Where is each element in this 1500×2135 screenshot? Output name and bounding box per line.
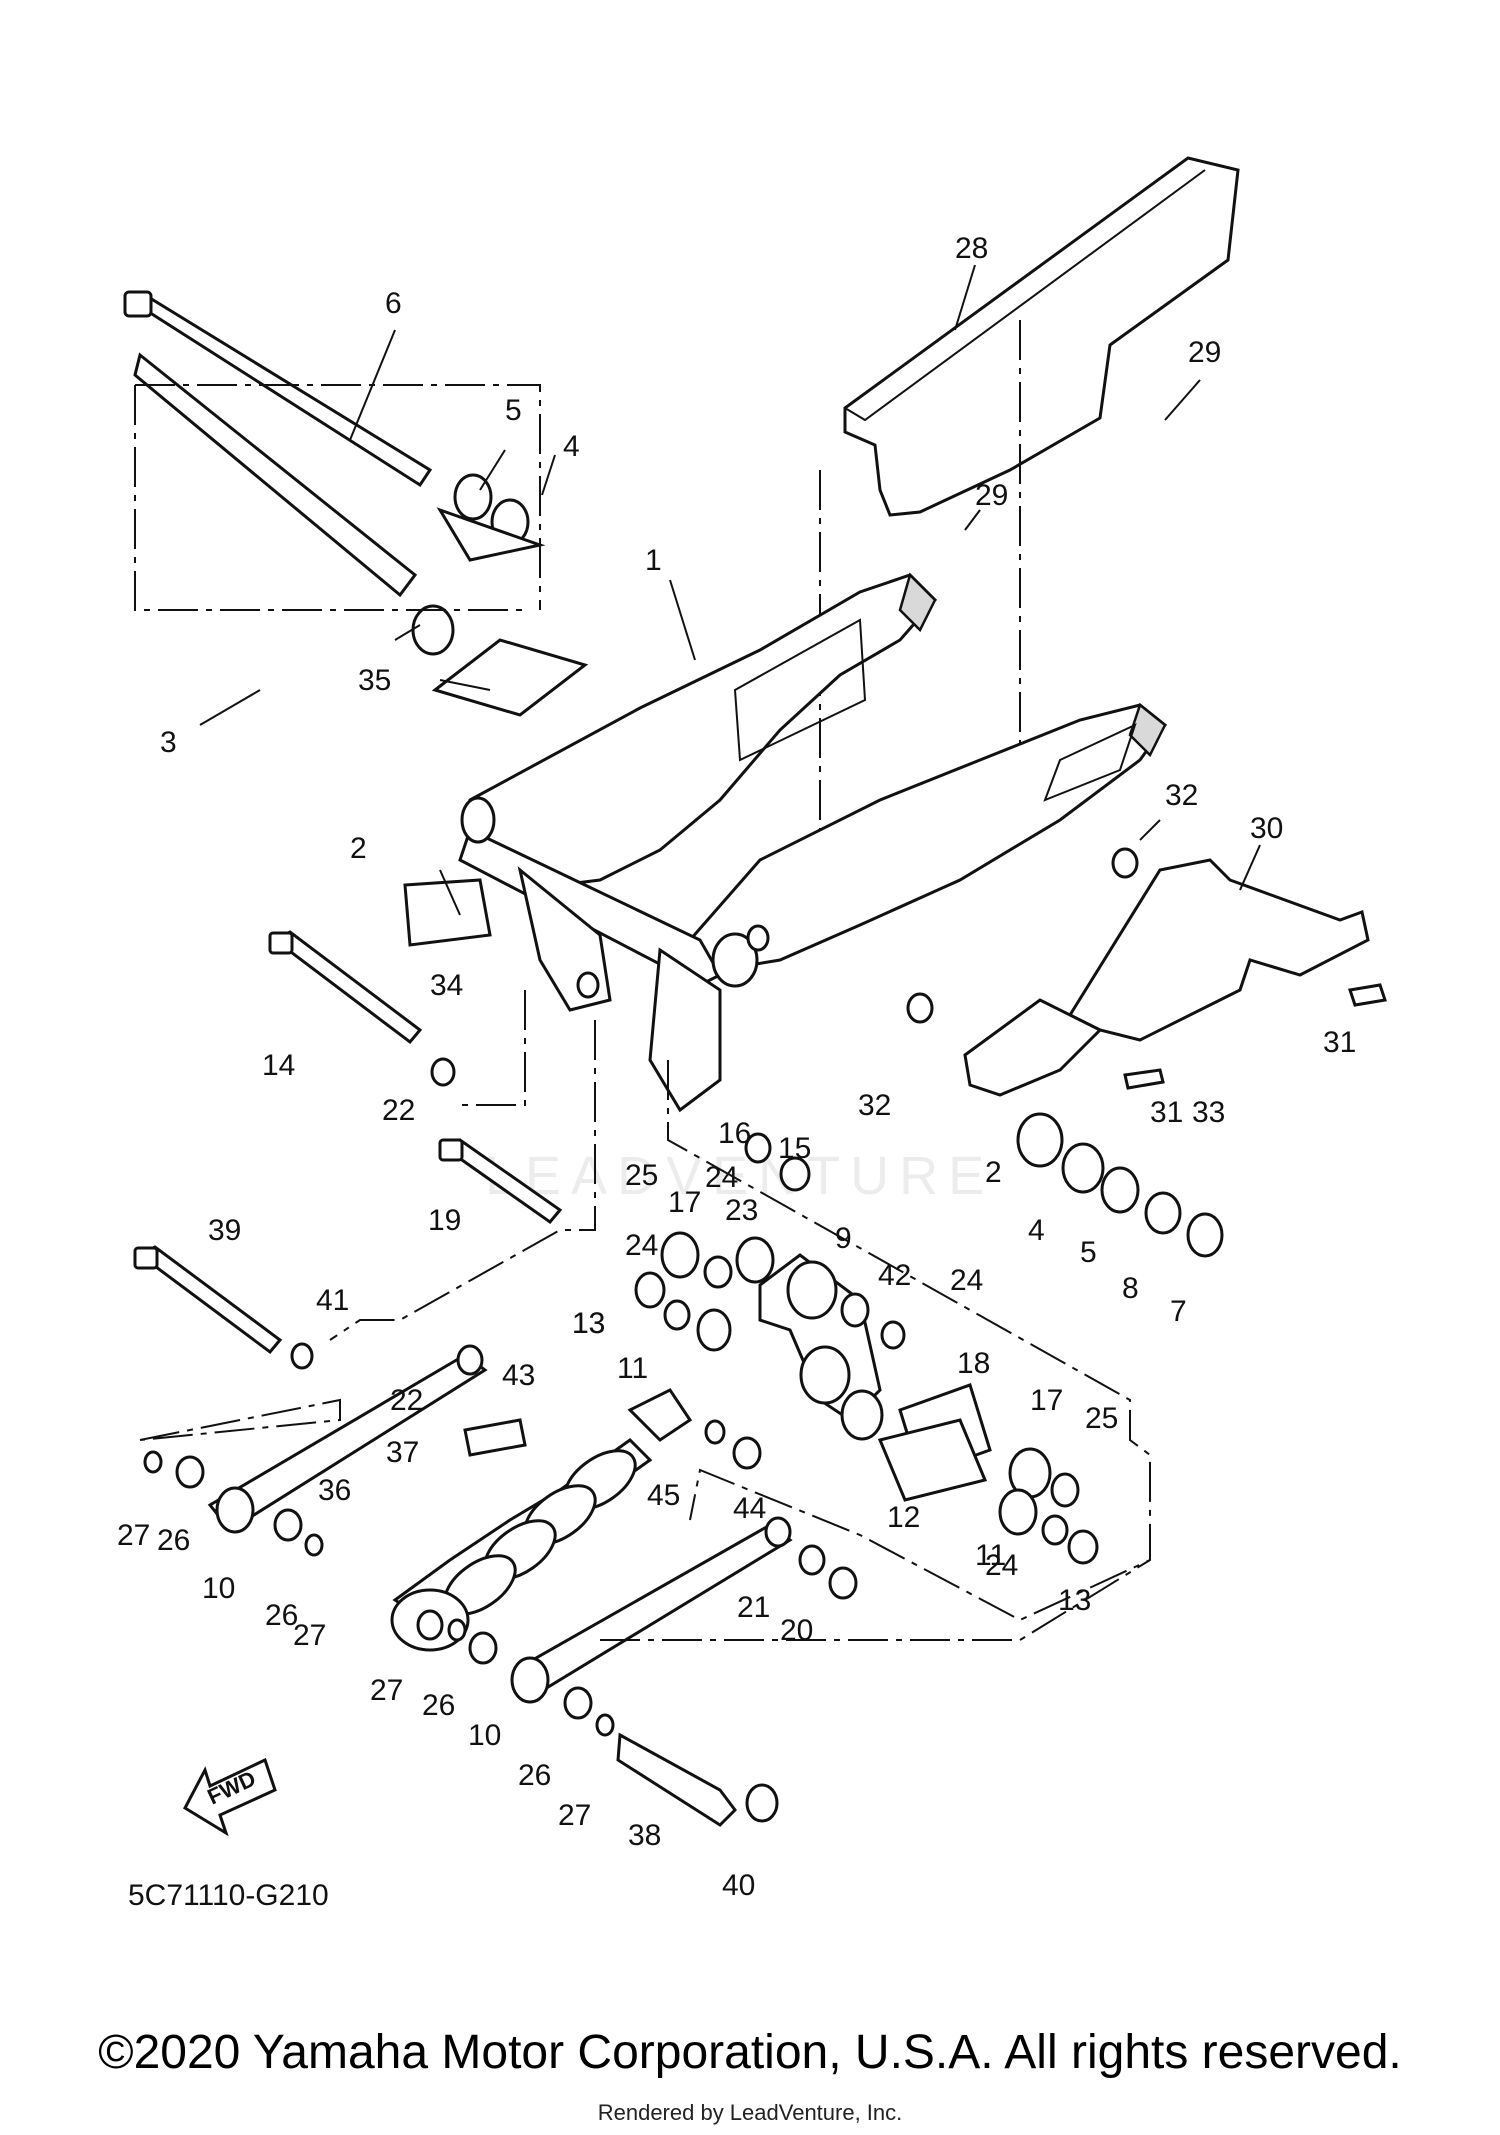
callout-36: 36 (318, 1474, 351, 1507)
callout-26-repeat: 26 (518, 1759, 551, 1792)
callout-11a: 11 (617, 1352, 648, 1385)
callout-5-repeat: 5 (1080, 1236, 1097, 1269)
callout-22a: 22 (382, 1094, 415, 1127)
callout-27-repeat: 27 (370, 1674, 403, 1707)
callout-38: 38 (628, 1819, 661, 1852)
callout-27-repeat: 27 (558, 1799, 591, 1832)
pivot-hardware (123, 290, 1224, 1258)
callout-31-repeat: 31 (1150, 1096, 1183, 1129)
callout-13-repeat: 13 (572, 1307, 605, 1340)
callout-32a: 32 (1165, 779, 1198, 812)
callout-2-repeat: 2 (985, 1156, 1002, 1189)
callout-45: 45 (647, 1479, 680, 1512)
callout-5: 5 (505, 394, 522, 427)
callout-9: 9 (835, 1222, 852, 1255)
callout-12: 12 (887, 1501, 920, 1534)
chain-guide (906, 847, 1387, 1097)
callout-17-repeat: 17 (1030, 1384, 1063, 1417)
callout-30: 30 (1250, 812, 1283, 845)
callout-16: 16 (718, 1117, 751, 1150)
callout-39: 39 (208, 1214, 241, 1247)
callout-21: 21 (737, 1591, 770, 1624)
callout-29-repeat: 29 (975, 479, 1008, 512)
leadventure-watermark: LEADVENTURE (485, 1146, 995, 1206)
rear-arm (458, 572, 1168, 1113)
callout-15: 15 (778, 1132, 811, 1165)
rear-shock (390, 1388, 762, 1652)
callout-26-repeat: 26 (265, 1599, 298, 1632)
callout-10a: 10 (202, 1572, 235, 1605)
callout-13-repeat: 13 (1058, 1584, 1091, 1617)
callout-41: 41 (316, 1284, 349, 1317)
callouts: 1 2 3 4 5 6 7 8 9 10 11 12 13 14 15 16 1… (117, 232, 1356, 1902)
callout-29a: 29 (1188, 336, 1221, 369)
callout-20: 20 (780, 1614, 813, 1647)
pad-and-rubber (403, 638, 589, 947)
callout-35: 35 (358, 664, 391, 697)
copyright-notice: ©2020 Yamaha Motor Corporation, U.S.A. A… (98, 2026, 1402, 2079)
callout-4-repeat: 4 (1028, 1214, 1045, 1247)
relay-arm (634, 1231, 1099, 1565)
callout-1: 1 (645, 544, 662, 577)
callout-7: 7 (1170, 1295, 1187, 1328)
callout-37: 37 (386, 1436, 419, 1469)
callout-34: 34 (430, 969, 463, 1002)
callout-11-repeat: 11 (975, 1539, 1006, 1572)
callout-25a: 25 (625, 1159, 658, 1192)
diagram-part-code: 5C71110-G210 (128, 1879, 329, 1912)
callout-19: 19 (428, 1204, 461, 1237)
callout-25-repeat: 25 (1085, 1402, 1118, 1435)
callout-27-repeat: 27 (293, 1619, 326, 1652)
callout-32-repeat: 32 (858, 1089, 891, 1122)
callout-40: 40 (722, 1869, 755, 1902)
fwd-arrow (183, 1757, 277, 1837)
leader-lines (199, 264, 1261, 916)
callout-43: 43 (502, 1359, 535, 1392)
callout-44: 44 (733, 1492, 766, 1525)
callout-28: 28 (955, 232, 988, 265)
callout-13a: 13 (572, 1307, 605, 1340)
callout-24-repeat: 24 (985, 1549, 1018, 1582)
callout-24-repeat: 24 (950, 1264, 983, 1297)
callout-27a: 27 (117, 1519, 150, 1552)
callout-22-repeat: 22 (390, 1384, 423, 1417)
callout-17a: 17 (668, 1186, 701, 1219)
callout-4: 4 (563, 430, 580, 463)
callout-33: 33 (1192, 1096, 1225, 1129)
callout-10-repeat: 10 (468, 1719, 501, 1752)
callout-8: 8 (1122, 1272, 1139, 1305)
callout-14: 14 (262, 1049, 295, 1082)
callout-24-repeat: 24 (625, 1229, 658, 1262)
callout-24a: 24 (705, 1161, 738, 1194)
callout-26a: 26 (157, 1524, 190, 1557)
callout-31a: 31 (1323, 1026, 1356, 1059)
rendered-by-notice: Rendered by LeadVenture, Inc. (597, 2100, 903, 2125)
callout-3: 3 (160, 726, 177, 759)
callout-42: 42 (878, 1259, 911, 1292)
callout-18: 18 (957, 1347, 990, 1380)
bolts (133, 930, 811, 1370)
chain-case (819, 156, 1240, 950)
group-outlines (139, 990, 1151, 1641)
callout-23: 23 (725, 1194, 758, 1227)
connecting-rods (143, 1344, 858, 1827)
callout-26-repeat: 26 (422, 1689, 455, 1722)
callout-2: 2 (350, 832, 367, 865)
callout-6: 6 (385, 287, 402, 320)
